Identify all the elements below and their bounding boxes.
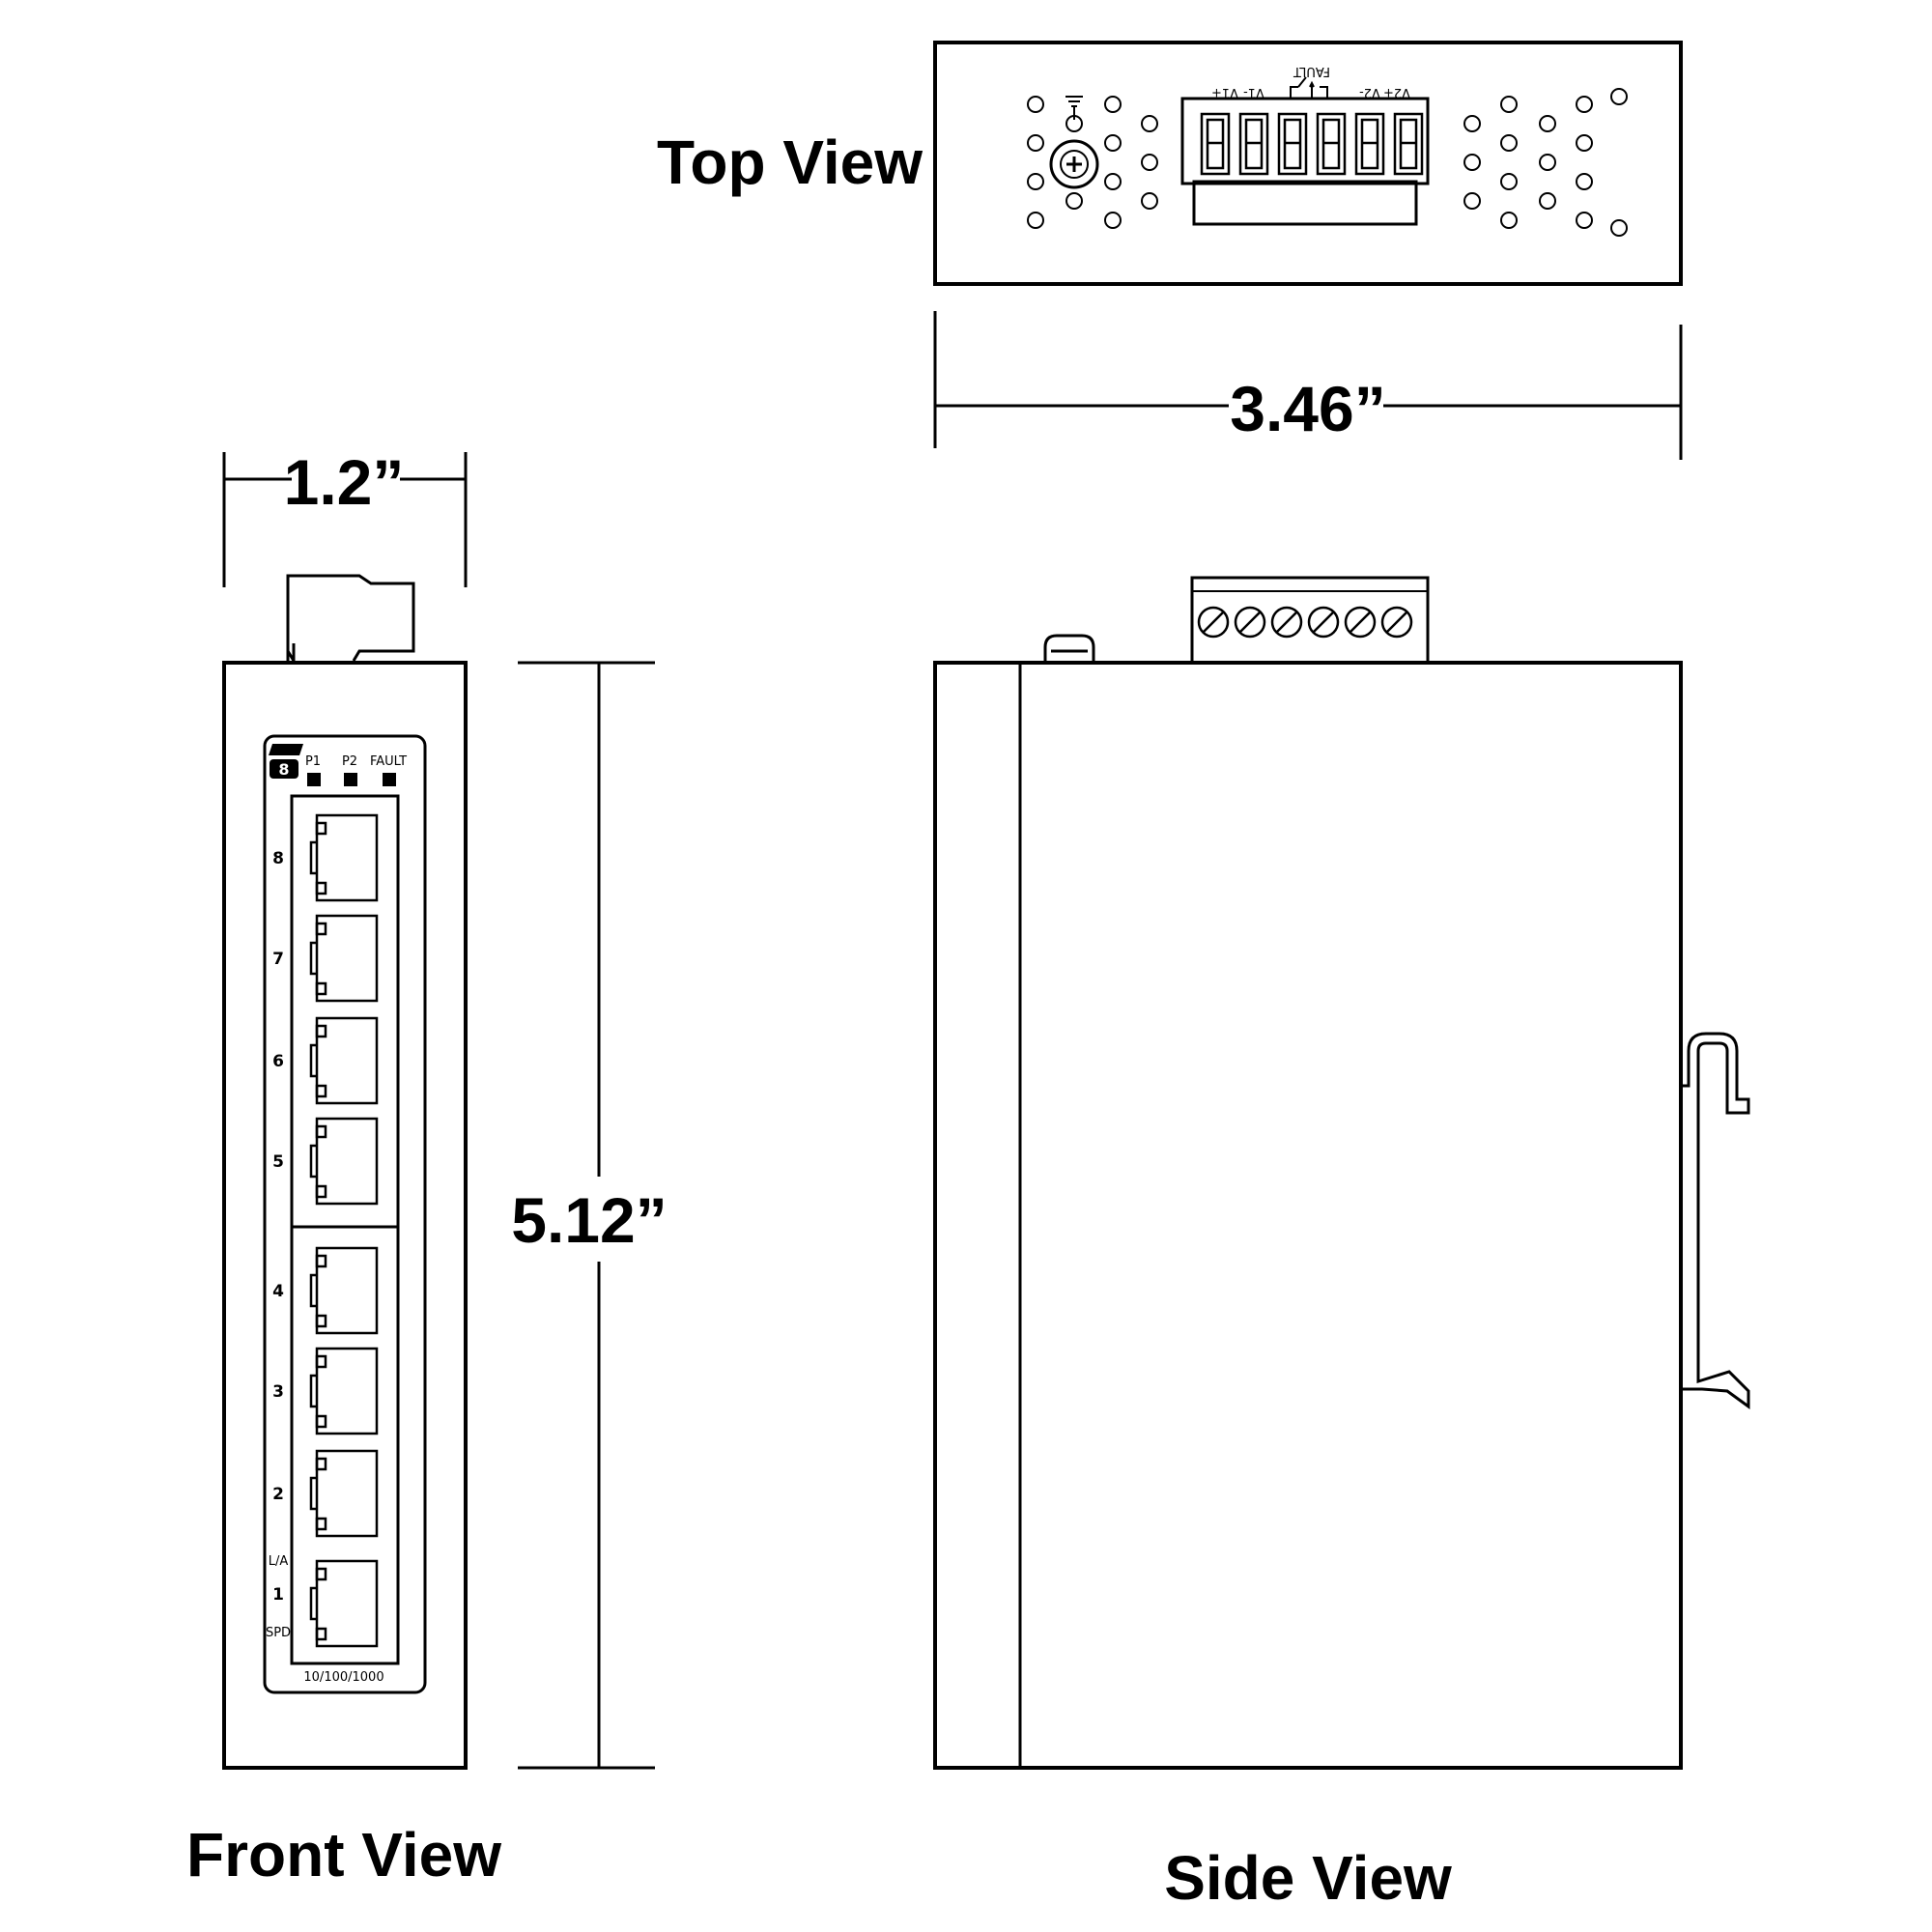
brand-logo-number: 8 [278,760,289,779]
speed-label: 10/100/1000 [303,1670,384,1685]
brand-logo: 8 [269,744,303,779]
side-view-title: Side View [1164,1843,1452,1913]
side-top-knob [1043,634,1095,663]
rj45-port-icon [309,1117,379,1206]
front-view-outline [222,661,468,1770]
din-rail-clip [1679,1032,1750,1409]
rj45-port-icon [309,1246,379,1335]
rj45-ports [309,813,379,1648]
vent-holes-left [1027,96,1158,229]
width-dimension-top-label: 3.46” [1230,373,1385,444]
rj45-port-icon [309,1347,379,1435]
ground-screw-icon [1049,139,1099,189]
label-v1-plus: V1+ [1211,85,1238,99]
label-v2-plus: V2+ [1383,85,1410,99]
led-label-fault: FAULT [370,754,407,769]
vent-holes-right [1463,88,1628,237]
status-leds: P1 P2 FAULT [305,754,407,786]
top-view-drawing: V1+ V1- FAULT V2- V2+ [933,41,1683,286]
port-number: 3 [272,1382,284,1402]
rj45-port-icon [309,1559,379,1648]
port-number: 8 [272,849,284,868]
rj45-port-icon [309,914,379,1003]
top-view-outline [933,41,1683,286]
port-number: 1 [272,1585,284,1605]
width-dimension-front: 1.2” [222,446,468,587]
port-number: 2 [272,1485,284,1504]
terminal-labels: V1+ V1- FAULT V2- V2+ [1211,64,1410,99]
side-view-drawing [933,576,1750,1770]
front-view-drawing: 8 P1 P2 FAULT 8 7 6 5 4 3 2 1 L/A SPD 10… [222,574,468,1770]
led-fault [383,773,396,786]
led-label-p1: P1 [305,754,321,769]
terminal-block-side [1190,576,1430,665]
spd-label: SPD [266,1626,291,1640]
top-view-title: Top View [657,128,923,197]
rj45-port-icon [309,1449,379,1538]
label-v2-minus: V2- [1359,85,1380,99]
port-number: 6 [272,1052,284,1071]
front-view-title: Front View [186,1820,501,1889]
side-view-outline [933,661,1683,1770]
port-number: 7 [272,950,284,969]
port-numbers: 8 7 6 5 4 3 2 1 L/A SPD 10/100/1000 [266,849,384,1685]
height-dimension-label: 5.12” [511,1184,667,1256]
led-p1 [307,773,321,786]
port-block [290,794,400,1665]
label-v1-minus: V1- [1243,85,1264,99]
height-dimension: 5.12” [511,661,668,1770]
front-terminal-connector [286,574,415,662]
width-dimension-top: 3.46” [933,311,1683,460]
rj45-port-icon [309,813,379,902]
led-p2 [344,773,357,786]
relay-symbol-icon [1290,76,1328,99]
rj45-port-icon [309,1016,379,1105]
front-panel-label-area [263,734,427,1694]
label-fault: FAULT [1293,64,1330,78]
port-number: 4 [272,1282,284,1301]
width-dimension-front-label: 1.2” [284,446,405,518]
terminal-block-top [1180,97,1430,226]
ground-symbol-icon [1065,96,1083,120]
port-number: 5 [272,1152,284,1172]
led-label-p2: P2 [342,754,357,769]
la-label: L/A [269,1554,289,1569]
